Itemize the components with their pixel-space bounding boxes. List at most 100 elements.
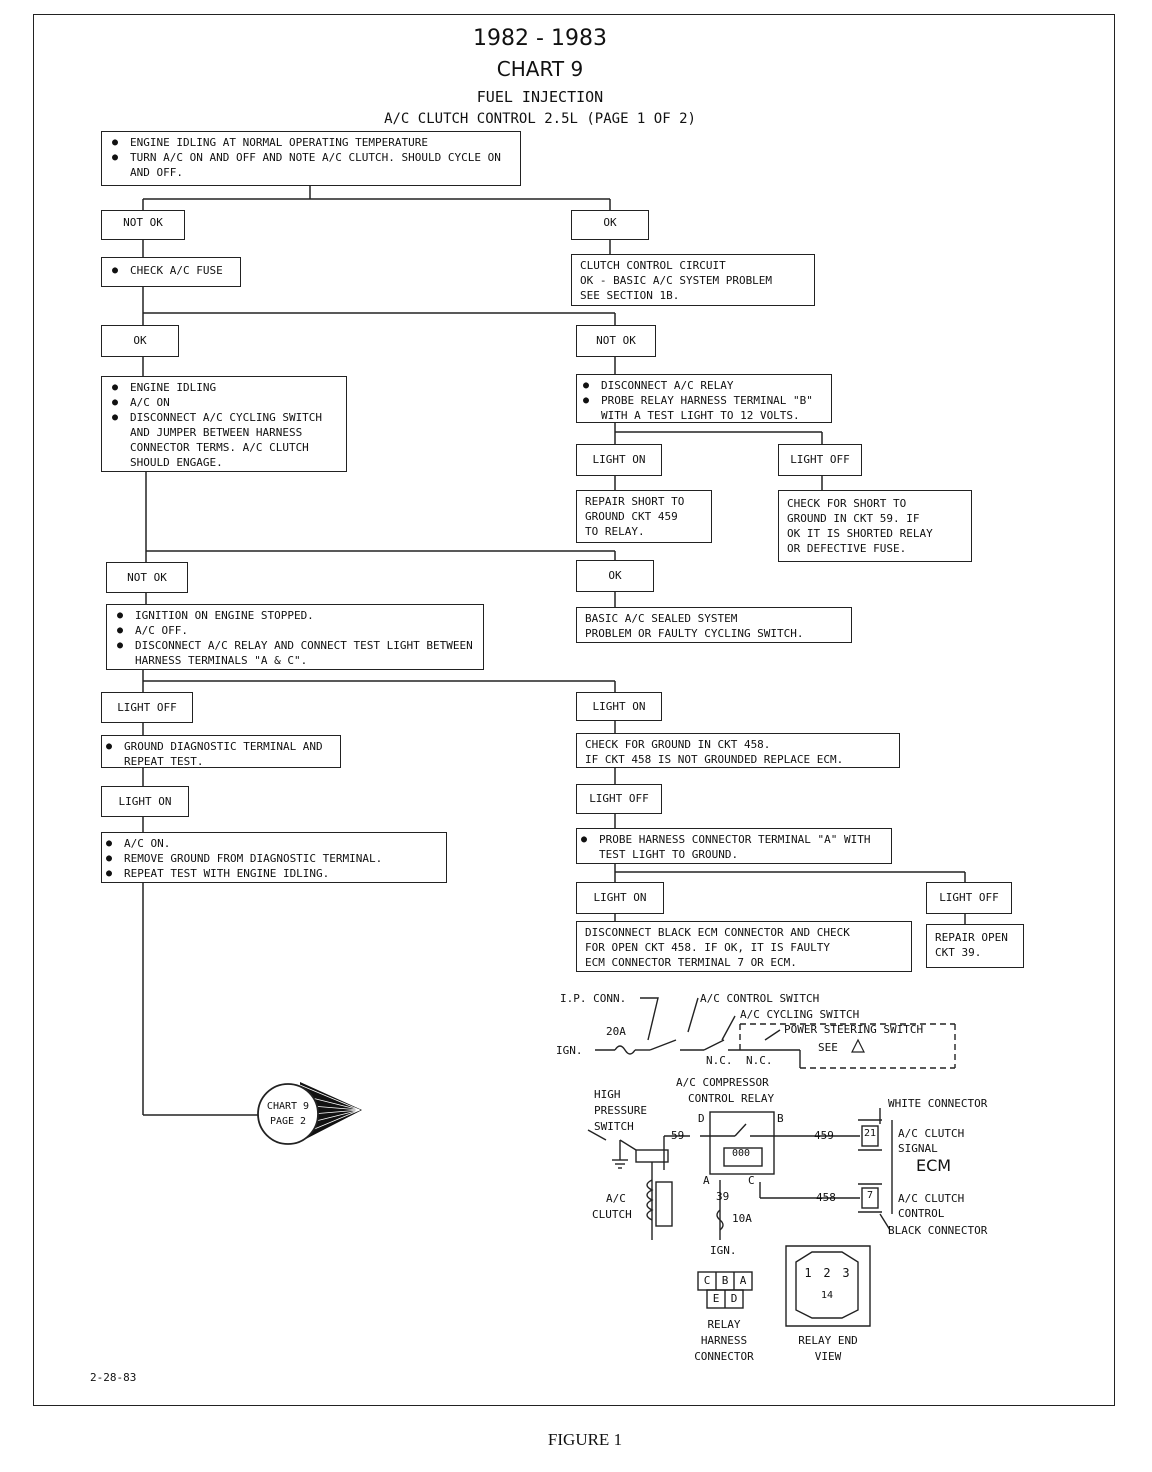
light-on-label: LIGHT ON	[576, 882, 664, 914]
high-pressure-label-3: SWITCH	[594, 1120, 634, 1133]
ac-control-switch-label: A/C CONTROL SWITCH	[700, 992, 820, 1005]
nc-label-1: N.C.	[706, 1054, 733, 1067]
terminal-b: B	[777, 1112, 784, 1125]
ac-clutch-label-1: A/C	[606, 1192, 626, 1205]
relay-title-2: CONTROL RELAY	[688, 1092, 775, 1105]
high-pressure-label-2: PRESSURE	[594, 1104, 647, 1117]
start-step: ENGINE IDLING AT NORMAL OPERATING TEMPER…	[101, 131, 521, 186]
start-bullet: ENGINE IDLING AT NORMAL OPERATING TEMPER…	[110, 135, 512, 150]
basic-sealed-result: BASIC A/C SEALED SYSTEM PROBLEM OR FAULT…	[576, 607, 852, 643]
harness-pin-c: C	[703, 1274, 711, 1287]
date-stamp: 2-28-83	[90, 1371, 137, 1384]
check-ground-text: CHECK FOR GROUND IN CKT 458. IF CKT 458 …	[585, 738, 844, 766]
probe-a-step: PROBE HARNESS CONNECTOR TERMINAL "A" WIT…	[576, 828, 892, 864]
figure-caption: FIGURE 1	[547, 1430, 623, 1449]
disconnect-black-text: DISCONNECT BLACK ECM CONNECTOR AND CHECK…	[585, 926, 850, 969]
engine-idling-bullet: ENGINE IDLING	[110, 380, 338, 395]
ecm-label: ECM	[916, 1156, 952, 1175]
light-on-label: LIGHT ON	[576, 444, 662, 476]
light-on-label: LIGHT ON	[101, 786, 189, 817]
subtitle: A/C CLUTCH CONTROL 2.5L (PAGE 1 OF 2)	[384, 111, 696, 127]
repair-open-text: REPAIR OPEN CKT 39.	[935, 931, 1008, 959]
ckt-59-label: 59	[671, 1129, 685, 1142]
engine-idling-step: ENGINE IDLING A/C ON DISCONNECT A/C CYCL…	[101, 376, 347, 472]
pin-7-label: 7	[866, 1190, 874, 1201]
fuse-10a-label: 10A	[732, 1212, 752, 1225]
light-off-label: LIGHT OFF	[101, 692, 193, 723]
ign-label: IGN.	[556, 1044, 583, 1057]
repair-open-result: REPAIR OPEN CKT 39.	[926, 924, 1024, 968]
ac-on-remove-step: A/C ON. REMOVE GROUND FROM DIAGNOSTIC TE…	[101, 832, 447, 883]
ignition-on-bullet: A/C OFF.	[115, 623, 475, 638]
coil-label: 000	[732, 1148, 751, 1159]
terminal-c: C	[748, 1174, 755, 1187]
terminal-d: D	[698, 1112, 705, 1125]
light-off-label: LIGHT OFF	[576, 784, 662, 814]
clutch-ok-result: CLUTCH CONTROL CIRCUIT OK - BASIC A/C SY…	[571, 254, 815, 306]
ac-clutch-signal-2: SIGNAL	[898, 1142, 938, 1155]
ac-clutch-control-2: CONTROL	[898, 1207, 945, 1220]
ign-label-2: IGN.	[710, 1244, 737, 1257]
page-frame	[33, 14, 1115, 1406]
relay-harness-connector-1: RELAY	[707, 1318, 741, 1331]
ckt-39-label: 39	[716, 1190, 730, 1203]
check-fuse-bullet: CHECK A/C FUSE	[110, 263, 232, 278]
disconnect-relay-bullet: DISCONNECT A/C RELAY	[581, 378, 823, 393]
ignition-on-bullet: DISCONNECT A/C RELAY AND CONNECT TEST LI…	[115, 638, 475, 668]
harness-pin-b: B	[721, 1274, 729, 1287]
probe-a-bullet: PROBE HARNESS CONNECTOR TERMINAL "A" WIT…	[579, 832, 883, 862]
chart-title: CHART 9	[496, 57, 584, 81]
ac-cycling-switch-label: A/C CYCLING SWITCH	[740, 1008, 860, 1021]
basic-sealed-text: BASIC A/C SEALED SYSTEM PROBLEM OR FAULT…	[585, 612, 804, 640]
relay-title-1: A/C COMPRESSOR	[676, 1076, 769, 1089]
power-steering-label: POWER STEERING SWITCH	[784, 1023, 924, 1036]
light-off-label: LIGHT OFF	[926, 882, 1012, 914]
ok-label: OK	[571, 210, 649, 240]
not-ok-label: NOT OK	[101, 210, 185, 240]
engine-idling-bullet: DISCONNECT A/C CYCLING SWITCH AND JUMPER…	[110, 410, 338, 470]
harness-pin-e: E	[712, 1292, 720, 1305]
check-short-result: CHECK FOR SHORT TO GROUND IN CKT 59. IF …	[778, 490, 972, 562]
relay-end-view-2: VIEW	[814, 1350, 842, 1363]
end-pin-1: 1	[804, 1266, 812, 1280]
ac-on-remove-bullet: REMOVE GROUND FROM DIAGNOSTIC TERMINAL.	[104, 851, 438, 866]
end-pin-4: 14	[820, 1290, 834, 1301]
relay-harness-connector-3: CONNECTOR	[694, 1350, 754, 1363]
engine-idling-bullet: A/C ON	[110, 395, 338, 410]
terminal-a: A	[703, 1174, 710, 1187]
high-pressure-label-1: HIGH	[594, 1088, 621, 1101]
white-connector-label: WHITE CONNECTOR	[888, 1097, 988, 1110]
years-title: 1982 - 1983	[473, 26, 607, 51]
black-connector-label: BLACK CONNECTOR	[888, 1224, 988, 1237]
ac-clutch-label-2: CLUTCH	[592, 1208, 632, 1221]
end-pin-3: 3	[842, 1266, 850, 1280]
disconnect-relay-step: DISCONNECT A/C RELAY PROBE RELAY HARNESS…	[576, 374, 832, 423]
ok-label: OK	[101, 325, 179, 357]
ckt-459-label: 459	[814, 1129, 834, 1142]
ignition-on-step: IGNITION ON ENGINE STOPPED. A/C OFF. DIS…	[106, 604, 484, 670]
not-ok-label: NOT OK	[106, 562, 188, 593]
pin-21-label: 21	[863, 1128, 877, 1139]
harness-pin-d: D	[730, 1292, 738, 1305]
nc-label-2: N.C.	[746, 1054, 773, 1067]
see-label: SEE	[818, 1041, 838, 1054]
end-pin-2: 2	[823, 1266, 831, 1280]
check-ground-result: CHECK FOR GROUND IN CKT 458. IF CKT 458 …	[576, 733, 900, 768]
ip-conn-label: I.P. CONN.	[560, 992, 627, 1005]
goto-page2-connector	[257, 1082, 362, 1145]
ground-diag-bullet: GROUND DIAGNOSTIC TERMINAL AND REPEAT TE…	[104, 739, 332, 769]
check-short-text: CHECK FOR SHORT TO GROUND IN CKT 59. IF …	[787, 497, 933, 555]
goto-label-1: CHART 9	[266, 1101, 310, 1112]
ac-on-remove-bullet: A/C ON.	[104, 836, 438, 851]
relay-harness-connector-2: HARNESS	[700, 1334, 748, 1347]
ac-clutch-control-1: A/C CLUTCH	[898, 1192, 965, 1205]
repair-short-text: REPAIR SHORT TO GROUND CKT 459 TO RELAY.	[585, 495, 685, 538]
start-bullet: TURN A/C ON AND OFF AND NOTE A/C CLUTCH.…	[110, 150, 512, 180]
goto-label-2: PAGE 2	[269, 1116, 307, 1127]
fuse-20a-label: 20A	[606, 1025, 626, 1038]
clutch-ok-text: CLUTCH CONTROL CIRCUIT OK - BASIC A/C SY…	[580, 259, 773, 302]
not-ok-label: NOT OK	[576, 325, 656, 357]
ok-label: OK	[576, 560, 654, 592]
